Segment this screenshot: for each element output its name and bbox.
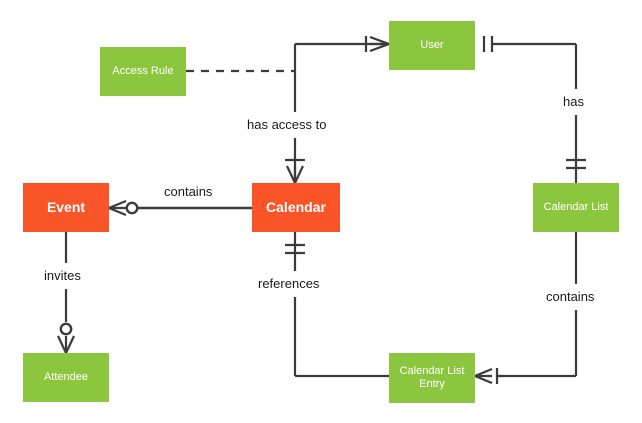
entity-event-label: Event [46,199,86,216]
entity-event[interactable]: Event [23,183,109,232]
relationship-label-invites: invites [44,268,81,283]
relationship-label-contains-list-entry: contains [546,289,595,304]
entity-calendar[interactable]: Calendar [252,183,340,232]
crowfoot-attendee-top [57,335,75,354]
entity-user-label: User [420,39,444,52]
crowfoot-calendar-top [286,165,304,184]
entity-calendar-label: Calendar [266,199,326,216]
entity-attendee-label: Attendee [43,371,89,384]
relationship-label-contains-event-calendar: contains [164,184,213,199]
crowfoot-entry-right [474,367,493,385]
crowfoot-user-left [369,35,390,53]
entity-user[interactable]: User [389,21,475,70]
entity-calendar-list-entry-label: Calendar List Entry [399,365,465,390]
relationship-label-has: has [563,94,584,109]
entity-access-rule[interactable]: Access Rule [100,47,186,96]
entity-calendar-list-entry[interactable]: Calendar List Entry [389,353,475,403]
entity-access-rule-label: Access Rule [112,65,174,78]
relationship-label-has-access-to: has access to [247,117,327,132]
relationship-label-references: references [258,276,320,291]
zero-circle-event [125,201,139,215]
crowfoot-event-right [108,199,127,217]
zero-circle-attendee [59,322,73,336]
entity-attendee[interactable]: Attendee [23,353,109,402]
entity-calendar-list[interactable]: Calendar List [533,183,619,232]
entity-calendar-list-label: Calendar List [543,201,609,214]
